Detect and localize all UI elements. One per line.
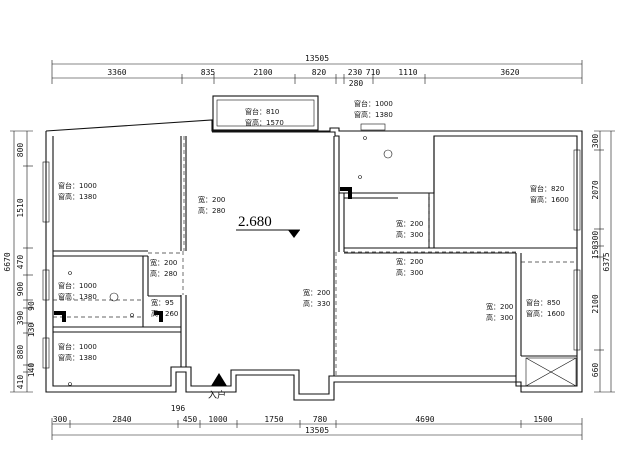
dim-bottom-7: 1500: [533, 415, 552, 424]
dim-bottom-1: 2840: [112, 415, 131, 424]
dim-left-0: 800: [16, 143, 25, 158]
door-icon: [154, 311, 163, 322]
opening-3-height: 高：280: [150, 269, 177, 278]
entrance-label: 入户: [208, 389, 226, 401]
dim-top-0: 3360: [107, 68, 126, 77]
fixture-icon: [68, 271, 72, 275]
dim-left-1: 1510: [16, 198, 25, 217]
window-0-sill: 窗台：810: [245, 107, 279, 116]
dim-top-4: 230: [348, 68, 363, 77]
dim-bottom-5: 780: [313, 415, 328, 424]
walls: [45, 95, 583, 401]
fixture-icon: [68, 382, 72, 386]
dim-left-5: 390: [16, 311, 25, 326]
door-icon: [54, 311, 66, 322]
dim-left-7: 880: [16, 345, 25, 360]
fixture-icon: [363, 136, 367, 140]
opening-labels: 宽：200 高：280 宽：200 高：300 宽：200 高：300 宽：20…: [150, 195, 513, 322]
dim-bottom-sub: 196: [171, 404, 186, 413]
dim-top-6: 1110: [398, 68, 417, 77]
elevation-value: 2.680: [238, 214, 272, 230]
dim-left-3: 900: [16, 282, 25, 297]
elevation-marker: 2.680: [236, 214, 300, 238]
window-4-height: 窗高：1380: [58, 292, 97, 301]
dim-right-total: 6375: [602, 252, 611, 271]
window-6-height: 窗高：1380: [58, 353, 97, 362]
window-4-sill: 窗台：1000: [58, 281, 97, 290]
dim-right-4: 2100: [591, 294, 600, 313]
window-6-sill: 窗台：1000: [58, 342, 97, 351]
dim-right-2: 300: [591, 231, 600, 246]
bottom-dimension-chain: 300 2840 450 1000 1750 780 4690 1500 135…: [51, 404, 583, 440]
dim-bottom-total: 13505: [305, 426, 329, 435]
dim-left-9: 410: [16, 375, 25, 390]
dim-top-7: 3620: [500, 68, 519, 77]
fixture-icon: [130, 313, 134, 317]
dim-left-4: 90: [27, 301, 36, 311]
fixture-icon: [358, 175, 362, 179]
dim-top-3: 820: [312, 68, 327, 77]
dim-bottom-6: 4690: [415, 415, 434, 424]
window-labels: 窗台：810 窗高：1570 窗台：1000 窗高：1380 窗台：1000 窗…: [58, 99, 569, 362]
fixture-icon: [109, 292, 119, 302]
entrance-marker: 入户: [208, 373, 227, 401]
window-2-sill: 窗台：1000: [58, 181, 97, 190]
top-dimension-chain: 13505 3360 835 2100 820 230 710 1110 362…: [51, 54, 583, 88]
opening-3-width: 宽：200: [150, 258, 177, 267]
window-5-height: 窗高：1600: [526, 309, 565, 318]
elevation-triangle-icon: [288, 230, 300, 238]
window-5-sill: 窗台：850: [526, 298, 560, 307]
dim-left-total: 6670: [3, 252, 12, 271]
dim-bottom-3: 1000: [208, 415, 227, 424]
opening-4-width: 宽：95: [151, 298, 174, 307]
window-2-height: 窗高：1380: [58, 192, 97, 201]
dim-left-2: 470: [16, 255, 25, 270]
opening-5-height: 高：330: [303, 299, 330, 308]
dim-top-sub: 280: [349, 79, 364, 88]
opening-dashes: [53, 136, 577, 376]
door-icon: [340, 187, 352, 199]
opening-2-width: 宽：200: [396, 257, 423, 266]
opening-5-width: 宽：200: [303, 288, 330, 297]
dim-left-8: 140: [27, 363, 36, 378]
wall-windows: [42, 123, 581, 369]
dim-bottom-0: 300: [53, 415, 68, 424]
dim-top-2: 2100: [253, 68, 272, 77]
dim-right-3: 150: [591, 245, 600, 260]
opening-2-height: 高：300: [396, 268, 423, 277]
opening-1-height: 高：300: [396, 230, 423, 239]
dim-right-1: 2070: [591, 180, 600, 199]
dim-bottom-4: 1750: [264, 415, 283, 424]
fixture-icon: [383, 149, 393, 159]
window-1-sill: 窗台：1000: [354, 99, 393, 108]
opening-6-height: 高：300: [486, 313, 513, 322]
dim-top-total: 13505: [305, 54, 329, 63]
opening-4-height: 高：260: [151, 309, 178, 318]
dim-right-0: 300: [591, 134, 600, 149]
right-dimension-chain: 300 2070 300 150 2100 660 6375: [591, 130, 615, 393]
left-dimension-chain: 6670 800 1510 470 900 90 390 130 880 140…: [3, 130, 36, 393]
dim-right-5: 660: [591, 363, 600, 378]
window-3-sill: 窗台：820: [530, 184, 564, 193]
dim-top-1: 835: [201, 68, 216, 77]
window-1-height: 窗高：1380: [354, 110, 393, 119]
window-0-height: 窗高：1570: [245, 118, 284, 127]
entrance-arrow-icon: [211, 373, 227, 386]
dim-top-5: 710: [366, 68, 381, 77]
opening-0-height: 高：280: [198, 206, 225, 215]
dim-bottom-2: 450: [183, 415, 198, 424]
opening-0-width: 宽：200: [198, 195, 225, 204]
window-3-height: 窗高：1600: [530, 195, 569, 204]
dim-left-6: 130: [27, 323, 36, 338]
opening-1-width: 宽：200: [396, 219, 423, 228]
opening-6-width: 宽：200: [486, 302, 513, 311]
door-symbols: [54, 136, 393, 386]
